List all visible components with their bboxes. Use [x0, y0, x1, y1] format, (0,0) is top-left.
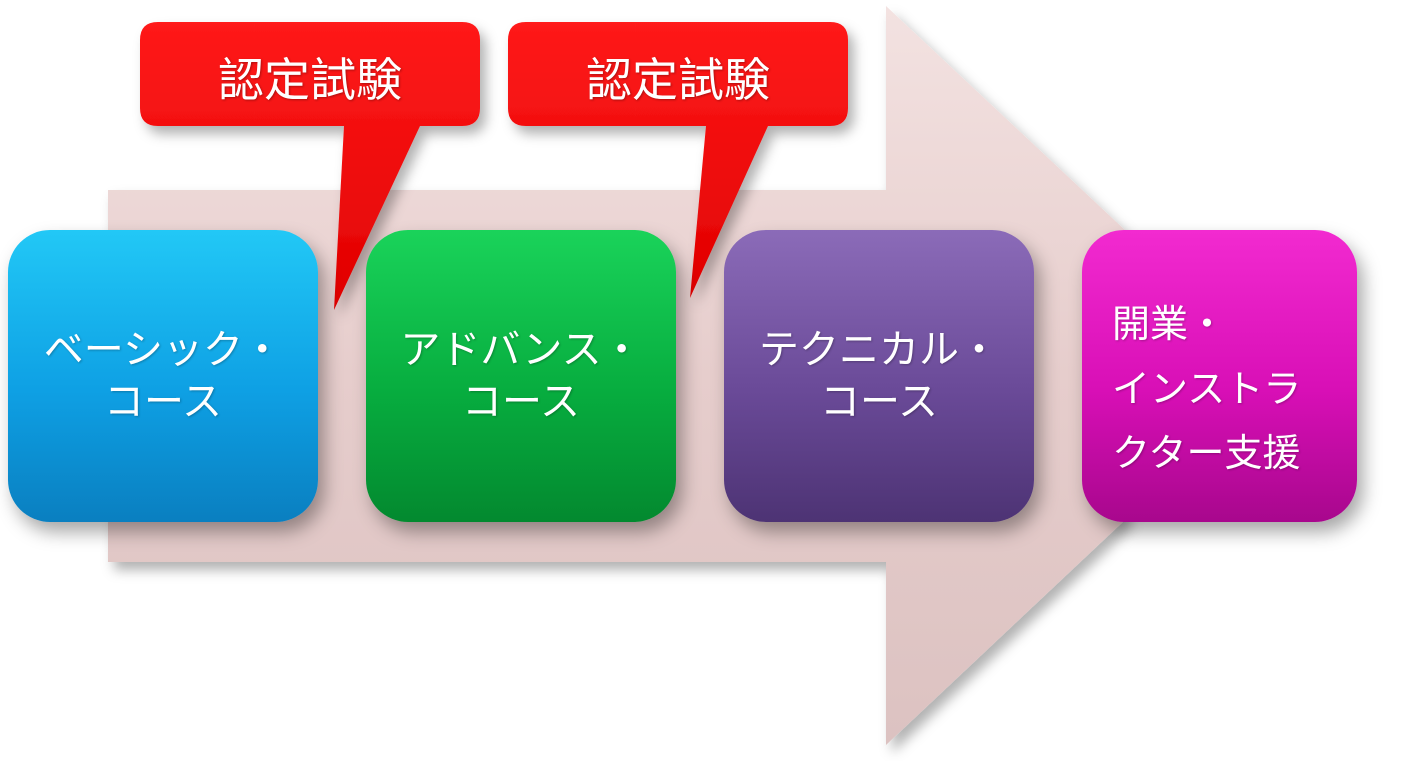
step-basic-course: ベーシック・ コース	[8, 230, 318, 522]
step-advanced-course: アドバンス・ コース	[366, 230, 676, 522]
step-business-instructor-support: 開業・ インストラ クター支援	[1082, 230, 1357, 522]
step-advanced-course-label: アドバンス・ コース	[400, 327, 642, 425]
step-technical-course-label: テクニカル・ コース	[759, 327, 999, 425]
callout-2-bubble	[508, 22, 848, 298]
callout-2-label: 認定試験	[586, 53, 770, 107]
step-basic-course-label: ベーシック・ コース	[43, 327, 283, 425]
callout-1-label: 認定試験	[218, 53, 402, 107]
step-technical-course: テクニカル・ コース	[724, 230, 1034, 522]
step-business-instructor-support-label: 開業・ インストラ クター支援	[1112, 302, 1302, 476]
callout-1-bubble	[140, 22, 480, 310]
